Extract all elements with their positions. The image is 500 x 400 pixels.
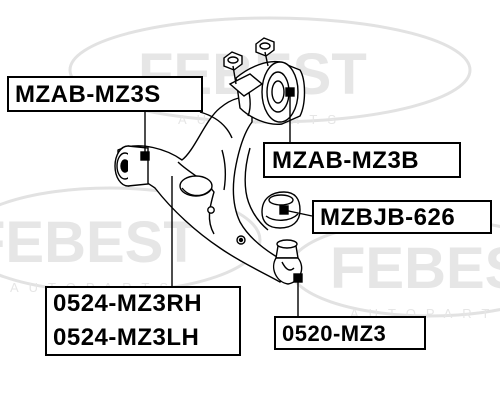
label-text: MZAB-MZ3B: [272, 147, 420, 174]
label-bushing-mzab-mz3s: MZAB-MZ3S: [7, 76, 203, 112]
control-arm: [117, 96, 293, 283]
label-boot-mzbjb-626: MZBJB-626: [312, 200, 492, 234]
label-text: 0520-MZ3: [282, 321, 387, 346]
watermark-brand-right: FEBEST: [330, 236, 500, 301]
label-text: MZBJB-626: [320, 204, 456, 231]
watermark-brand-left: FEBEST: [0, 210, 199, 275]
label-ball-joint-0520-mz3: 0520-MZ3: [274, 316, 426, 350]
label-bushing-mzab-mz3b: MZAB-MZ3B: [263, 142, 461, 178]
label-text-rh: 0524-MZ3RH: [53, 290, 203, 317]
ball-joint: [272, 239, 303, 285]
label-text: MZAB-MZ3S: [15, 81, 161, 108]
leader-lines: [140, 87, 313, 316]
label-control-arm: 0524-MZ3RH 0524-MZ3LH: [45, 286, 241, 356]
label-text-lh: 0524-MZ3LH: [53, 324, 200, 351]
big-bushing: [223, 37, 306, 125]
